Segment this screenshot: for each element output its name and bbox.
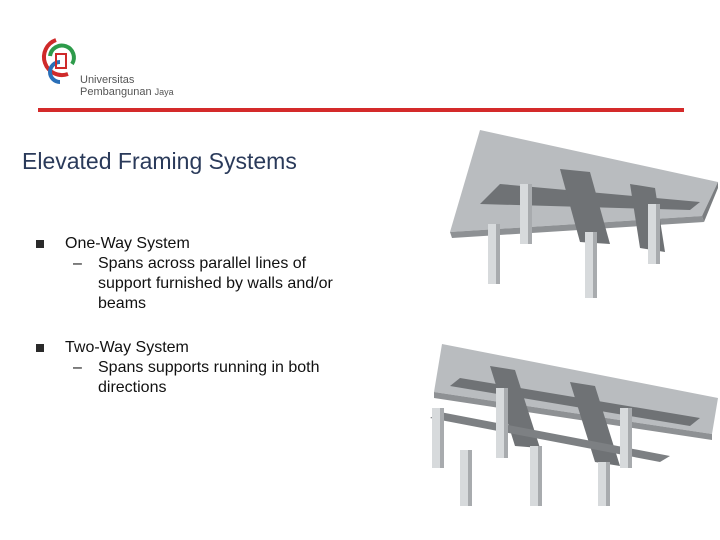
- sub-bullet: – Spans across parallel lines of support…: [73, 254, 436, 314]
- sub-bullet-line: Spans across parallel lines of: [98, 255, 307, 272]
- slide-title: Elevated Framing Systems: [22, 148, 297, 174]
- one-way-slab-illustration: [450, 130, 718, 298]
- bullet-label: Two-Way System: [65, 339, 189, 356]
- sub-bullet: – Spans supports running in both directi…: [73, 358, 436, 398]
- sub-bullet-line: support furnished by walls and/or: [98, 275, 333, 292]
- header-divider: [38, 108, 684, 112]
- two-way-slab-illustration: [430, 344, 718, 506]
- dash-icon: –: [73, 359, 82, 376]
- bullet-list: One-Way System – Spans across parallel l…: [36, 234, 436, 398]
- logo-line1: Universitas: [80, 74, 135, 86]
- logo-mark-icon: [42, 38, 76, 84]
- bullet-item: Two-Way System: [36, 338, 436, 358]
- dash-icon: –: [73, 255, 82, 272]
- sub-bullet-line: directions: [98, 379, 167, 396]
- sub-bullet-line: beams: [98, 295, 147, 312]
- logo-line3: Jaya: [154, 87, 174, 97]
- university-logo: Universitas Pembangunan Jaya: [38, 34, 188, 104]
- logo-line2: Pembangunan: [80, 86, 152, 98]
- bullet-item: One-Way System: [36, 234, 436, 254]
- bullet-square-icon: [36, 344, 44, 352]
- logo-text: Universitas Pembangunan Jaya: [80, 74, 174, 98]
- bullet-square-icon: [36, 240, 44, 248]
- sub-bullet-line: Spans supports running in both: [98, 359, 320, 376]
- bullet-label: One-Way System: [65, 235, 190, 252]
